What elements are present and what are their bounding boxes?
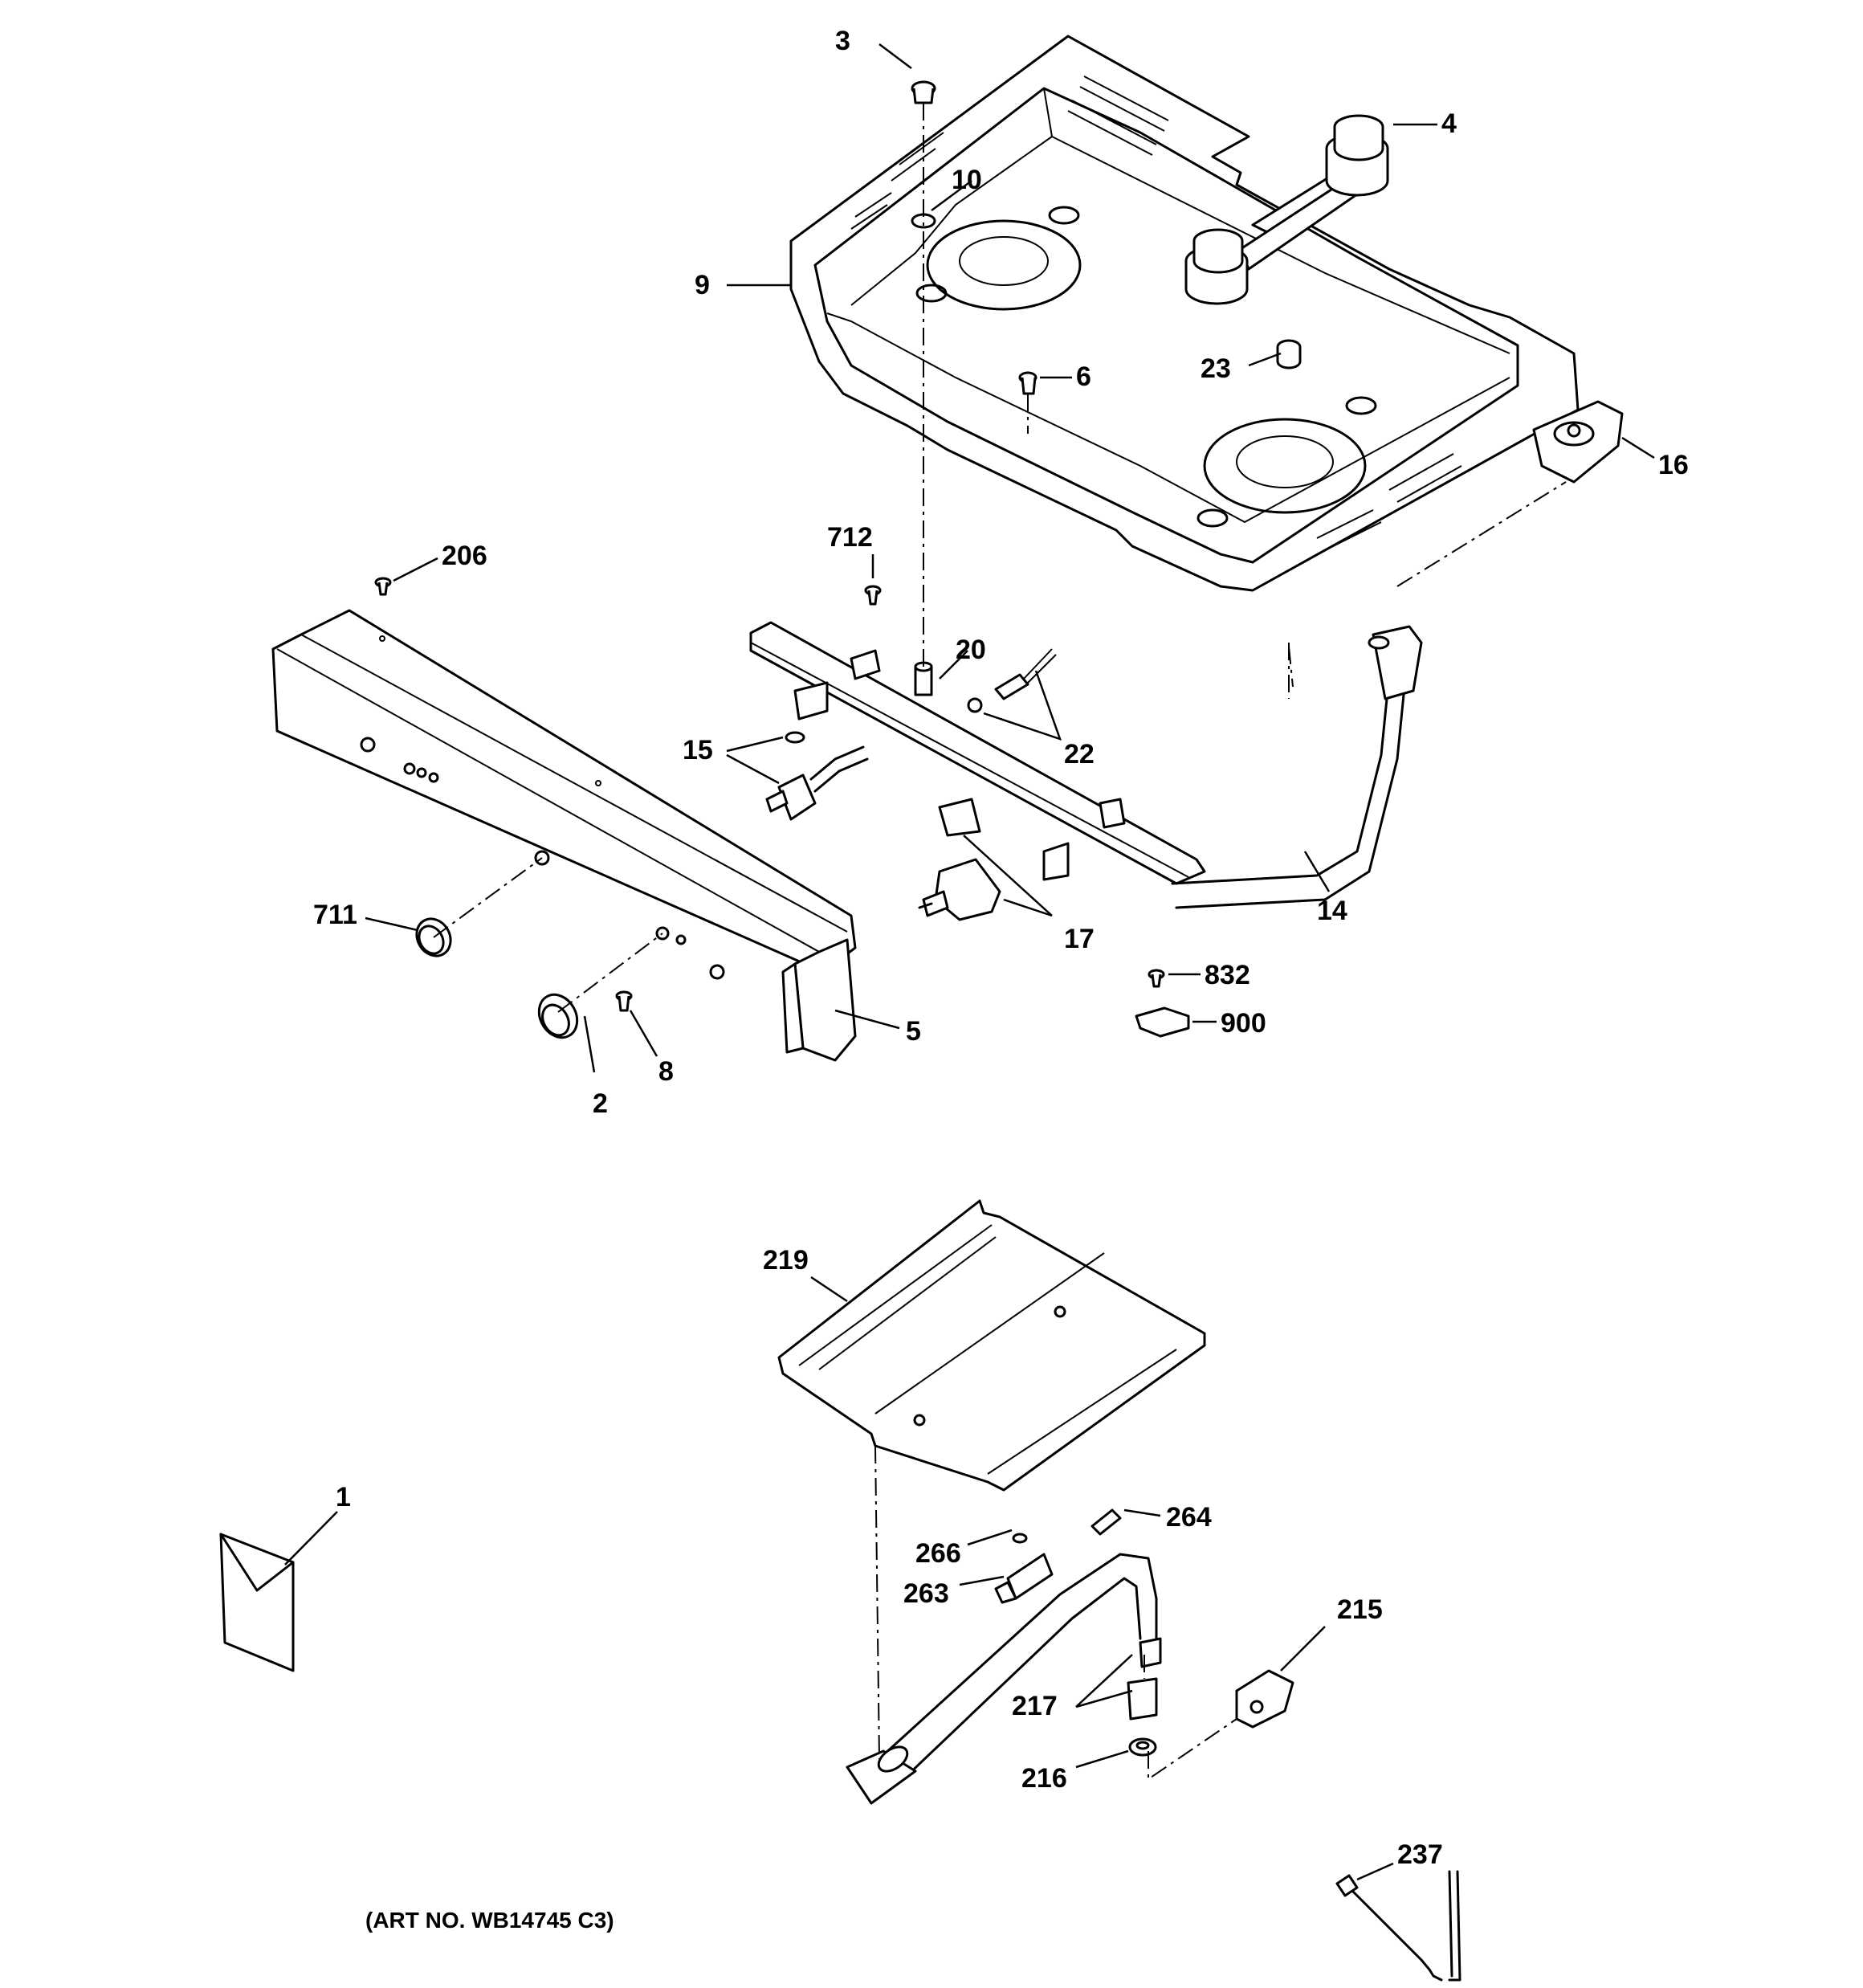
callout-237: 237 [1397, 1839, 1443, 1870]
callout-217: 217 [1012, 1691, 1058, 1721]
part-264-pilot [1090, 1508, 1122, 1536]
callout-9: 9 [695, 270, 710, 300]
part-712-screw [864, 585, 882, 606]
callout-3: 3 [835, 26, 850, 56]
part-23-cap [1276, 339, 1302, 369]
part-16-orifice-bracket [1532, 400, 1624, 484]
part-206-screw [374, 577, 392, 596]
callout-219: 219 [763, 1245, 809, 1276]
callout-266: 266 [915, 1538, 961, 1569]
part-14-manifold-pipe [749, 621, 1423, 909]
part-22-igniter-wire [967, 648, 1057, 713]
callout-16: 16 [1658, 450, 1689, 480]
alignment-lines [433, 103, 1567, 1781]
callout-23: 23 [1201, 353, 1231, 384]
callout-1: 1 [336, 1482, 351, 1512]
callout-206: 206 [442, 541, 487, 571]
callout-900: 900 [1221, 1008, 1266, 1039]
part-215-bracket [1235, 1669, 1294, 1729]
callout-215: 215 [1337, 1594, 1383, 1625]
part-oven-burner-tube [846, 1553, 1158, 1805]
part-219-heat-shield [777, 1199, 1206, 1492]
callout-10: 10 [952, 165, 982, 195]
callout-5: 5 [906, 1016, 921, 1047]
part-832-screw [1148, 969, 1165, 988]
callout-711: 711 [313, 900, 357, 930]
part-6-screw [1018, 371, 1037, 395]
part-263-igniter [994, 1553, 1054, 1604]
callout-264: 264 [1166, 1502, 1212, 1533]
callout-832: 832 [1205, 960, 1250, 990]
callout-6: 6 [1076, 361, 1091, 392]
callout-263: 263 [903, 1578, 949, 1609]
callout-712: 712 [827, 522, 873, 553]
part-1-literature-envelope [219, 1533, 295, 1672]
part-216-nut [1128, 1737, 1157, 1757]
callout-20: 20 [956, 635, 986, 665]
callout-15: 15 [683, 735, 713, 765]
part-266-screw [1012, 1533, 1028, 1544]
callout-labels: 3 4 10 9 6 23 16 206 712 20 15 22 14 711… [313, 26, 1689, 1870]
part-4-burner-assembly [1184, 114, 1389, 305]
callout-8: 8 [658, 1056, 674, 1087]
callout-2: 2 [593, 1088, 608, 1119]
part-3-grommet [911, 80, 936, 104]
part-9-burner-box [789, 35, 1580, 592]
part-2-knob [537, 993, 579, 1039]
callout-4: 4 [1441, 108, 1457, 139]
part-900-clip [1135, 1006, 1190, 1038]
part-217-orifice-holder [1127, 1637, 1162, 1721]
callout-216: 216 [1021, 1763, 1067, 1794]
art-number: (ART NO. WB14745 C3) [365, 1908, 614, 1933]
part-5-manifold-panel [271, 609, 857, 1062]
callout-17: 17 [1064, 924, 1095, 954]
leader-lines [284, 43, 1655, 1881]
part-17-valve-bracket [918, 798, 1001, 921]
part-8-screw [615, 990, 633, 1012]
callout-22: 22 [1064, 739, 1095, 769]
part-15-valve [765, 731, 869, 821]
part-237-tube [1335, 1870, 1461, 1982]
part-20-orifice [914, 661, 933, 696]
callout-14: 14 [1317, 896, 1347, 926]
